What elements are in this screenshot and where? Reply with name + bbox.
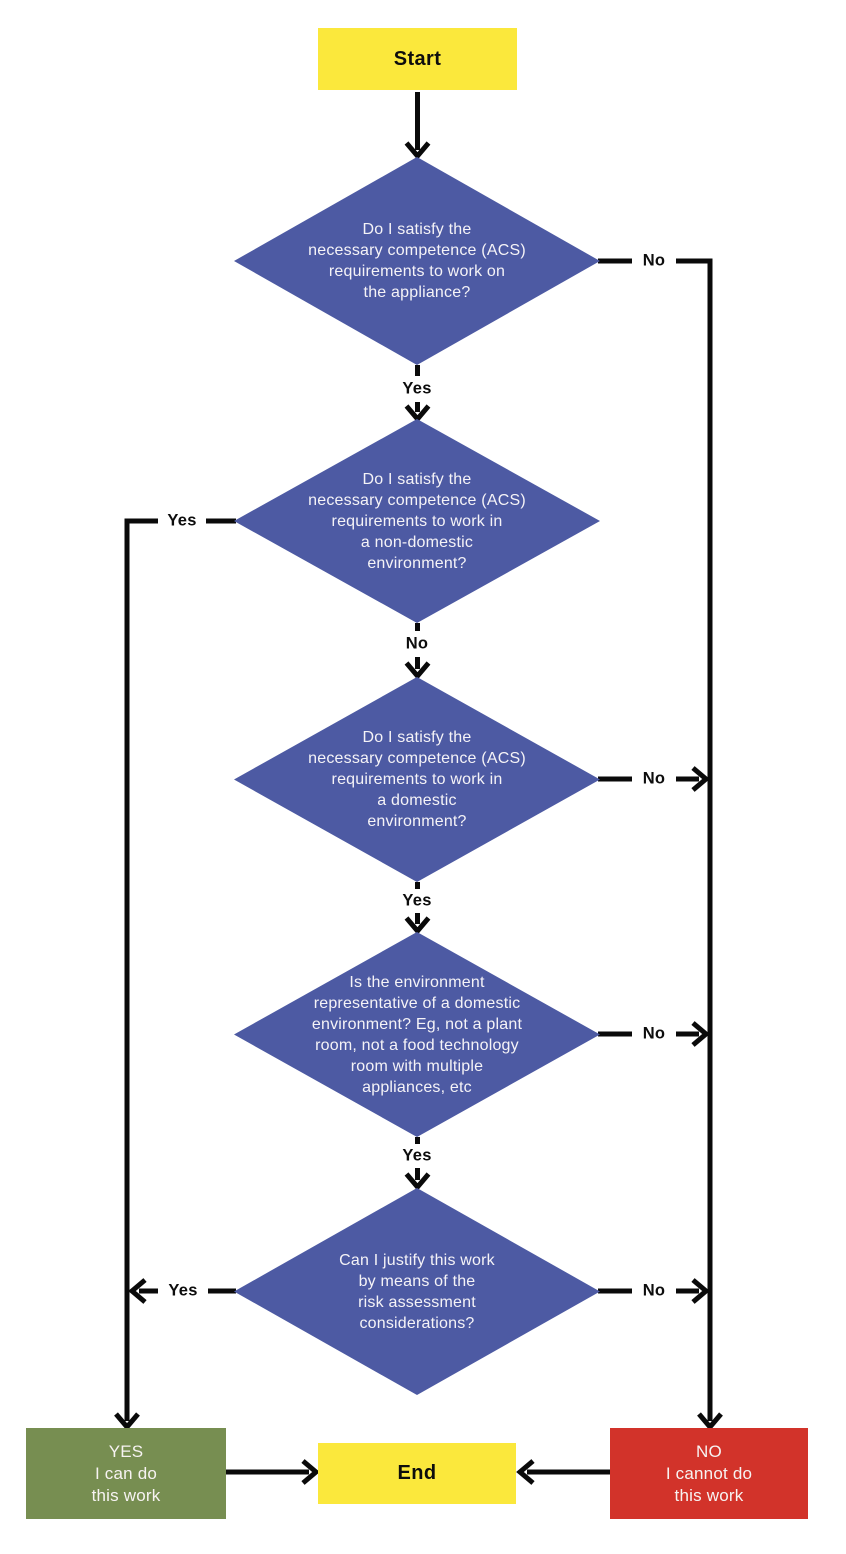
- edge-d4-yes: [404, 1137, 431, 1191]
- edge-yes-end: [226, 1459, 320, 1485]
- edge-d1-no-rail: [598, 258, 723, 1431]
- edge-label-d5-no: No: [642, 1281, 666, 1300]
- decision-text: Can I justify this work by means of the …: [339, 1251, 495, 1332]
- edge-label-d1-yes: Yes: [402, 379, 432, 398]
- decision-text: Do I satisfy the necessary competence (A…: [308, 729, 526, 830]
- decision-text: Is the environment representative of a d…: [311, 973, 523, 1096]
- start-node: Start: [318, 28, 517, 90]
- edge-no-end: [516, 1459, 610, 1485]
- outcome-no-text: NO I cannot do this work: [665, 1441, 753, 1505]
- edge-label-d1-no: No: [642, 251, 666, 270]
- edge-d4-no: [598, 1021, 710, 1047]
- edge-d5-yes: [128, 1278, 236, 1304]
- decision-text: Do I satisfy the necessary competence (A…: [308, 470, 526, 572]
- edge-label-d5-yes: Yes: [168, 1281, 198, 1300]
- end-node: End: [318, 1443, 516, 1504]
- edge-start-d1: [404, 92, 431, 160]
- start-label: Start: [393, 47, 442, 70]
- end-label: End: [397, 1462, 437, 1484]
- edge-label-d4-no: No: [642, 1024, 666, 1043]
- outcome-no-node: NO I cannot do this work: [610, 1428, 808, 1519]
- edge-label-d4-yes: Yes: [402, 1146, 432, 1165]
- edge-d3-no: [598, 766, 710, 792]
- edge-label-d3-yes: Yes: [402, 891, 432, 910]
- edge-label-d3-no: No: [642, 769, 666, 788]
- decision-text: Do I satisfy the necessary competence (A…: [308, 221, 526, 301]
- outcome-yes-node: YES I can do this work: [26, 1428, 226, 1519]
- edge-d2-no: [404, 623, 431, 680]
- edge-label-d2-no: No: [405, 634, 429, 653]
- edge-d3-yes: [404, 882, 431, 935]
- edge-d5-no: [598, 1278, 710, 1304]
- edge-d2-yes-rail: [114, 518, 236, 1431]
- edge-d1-yes: [404, 365, 431, 423]
- edge-label-d2-yes: Yes: [167, 511, 197, 530]
- outcome-yes-text: YES I can do this work: [91, 1441, 161, 1505]
